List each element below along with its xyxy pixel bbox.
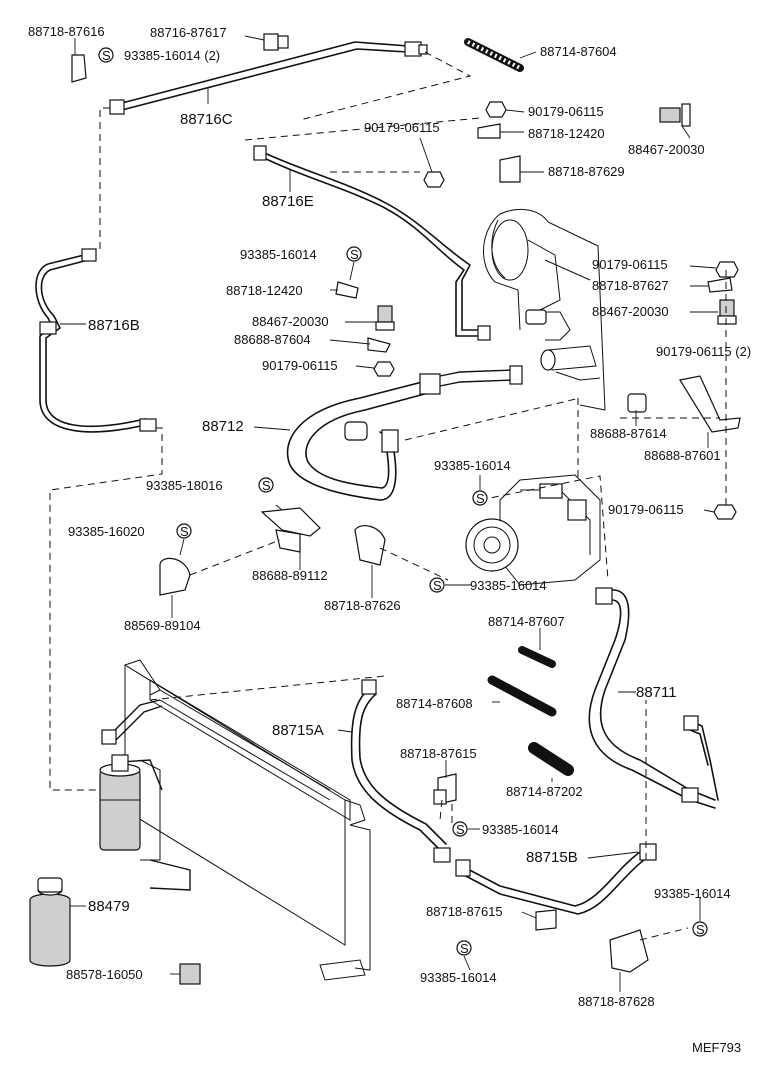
label-93385-18016[interactable]: 93385-18016 (146, 478, 223, 493)
svg-text:S: S (460, 941, 469, 956)
label-88716-87617[interactable]: 88716-87617 (150, 25, 227, 40)
receiver-drier[interactable] (99, 754, 141, 851)
pipe-88716C[interactable] (109, 41, 428, 115)
label-93385-16014-f[interactable]: 93385-16014 (420, 970, 497, 985)
label-88715A[interactable]: 88715A (272, 722, 324, 739)
label-88718-87616[interactable]: 88718-87616 (28, 24, 105, 39)
label-88718-87629[interactable]: 88718-87629 (548, 164, 625, 179)
seal-pad-88578[interactable] (179, 963, 201, 985)
svg-text:S: S (433, 578, 442, 593)
label-93385-16014-d[interactable]: 93385-16014 (482, 822, 559, 837)
label-88714-87607[interactable]: 88714-87607 (488, 614, 565, 629)
label-93385-16014-2[interactable]: 93385-16014 (2) (124, 48, 220, 63)
svg-text:S: S (456, 822, 465, 837)
label-88718-87615-b[interactable]: 88718-87615 (426, 904, 503, 919)
label-88688-89112[interactable]: 88688-89112 (252, 568, 328, 583)
dryer-bottle-88479[interactable] (29, 877, 71, 967)
label-88718-87626[interactable]: 88718-87626 (324, 598, 401, 613)
label-88714-87202[interactable]: 88714-87202 (506, 784, 583, 799)
compressor-bracket (483, 208, 606, 411)
label-88718-12420-a[interactable]: 88718-12420 (528, 126, 605, 141)
label-90179-06115-b[interactable]: 90179-06115 (364, 120, 440, 135)
label-90179-06115-e[interactable]: 90179-06115 (608, 502, 684, 517)
label-90179-06115-c[interactable]: 90179-06115 (592, 257, 668, 272)
svg-text:S: S (696, 922, 705, 937)
condenser[interactable] (101, 659, 371, 981)
label-88688-87604[interactable]: 88688-87604 (234, 332, 311, 347)
label-88718-87615-a[interactable]: 88718-87615 (400, 746, 477, 761)
svg-text:S: S (476, 491, 485, 506)
pipe-88716E[interactable] (253, 145, 491, 341)
svg-text:S: S (262, 478, 271, 493)
label-88688-87601[interactable]: 88688-87601 (644, 448, 721, 463)
label-88715B[interactable]: 88715B (526, 849, 578, 866)
label-88714-87608[interactable]: 88714-87608 (396, 696, 473, 711)
label-88467-20030-c[interactable]: 88467-20030 (252, 314, 329, 329)
svg-text:S: S (180, 524, 189, 539)
label-93385-16014-b[interactable]: 93385-16014 (434, 458, 511, 473)
label-93385-16014-e[interactable]: 93385-16014 (654, 886, 731, 901)
hose-88711[interactable] (588, 587, 719, 809)
label-88467-20030-a[interactable]: 88467-20030 (628, 142, 705, 157)
label-88479[interactable]: 88479 (88, 898, 130, 915)
svg-text:S: S (350, 247, 359, 262)
pipe-88715B[interactable] (455, 843, 657, 915)
label-88688-87614[interactable]: 88688-87614 (590, 426, 667, 441)
small-parts (71, 33, 741, 973)
label-90179-06115-d[interactable]: 90179-06115 (262, 358, 338, 373)
leader-lines (60, 35, 718, 992)
compressor[interactable] (465, 474, 609, 586)
label-88467-20030-b[interactable]: 88467-20030 (592, 304, 669, 319)
pipe-88716B[interactable] (35, 248, 157, 433)
label-88718-87628[interactable]: 88718-87628 (578, 994, 655, 1009)
label-88714-87604[interactable]: 88714-87604 (540, 44, 617, 59)
label-93385-16014-c[interactable]: 93385-16014 (470, 578, 547, 593)
svg-text:S: S (102, 48, 111, 63)
diagram-code: MEF793 (692, 1040, 741, 1055)
label-88718-12420-b[interactable]: 88718-12420 (226, 283, 303, 298)
label-88716C[interactable]: 88716C (180, 111, 233, 128)
label-88718-87627[interactable]: 88718-87627 (592, 278, 669, 293)
label-88712[interactable]: 88712 (202, 418, 244, 435)
label-93385-16014-a[interactable]: 93385-16014 (240, 247, 317, 262)
label-93385-16020[interactable]: 93385-16020 (68, 524, 145, 539)
hose-88712[interactable] (286, 365, 523, 501)
label-90179-06115-a[interactable]: 90179-06115 (528, 104, 604, 119)
label-88716B[interactable]: 88716B (88, 317, 140, 334)
part-labels: 88718-87616 88716-87617 93385-16014 (2) … (28, 24, 751, 1055)
label-88569-89104[interactable]: 88569-89104 (124, 618, 201, 633)
label-88578-16050[interactable]: 88578-16050 (66, 967, 143, 982)
spec-symbols: S S S S S S S S S (98, 47, 708, 956)
pipe-88715A[interactable] (350, 679, 451, 863)
label-88711[interactable]: 88711 (636, 684, 677, 701)
label-88716E[interactable]: 88716E (262, 193, 314, 210)
label-90179-06115-2[interactable]: 90179-06115 (2) (656, 344, 751, 359)
